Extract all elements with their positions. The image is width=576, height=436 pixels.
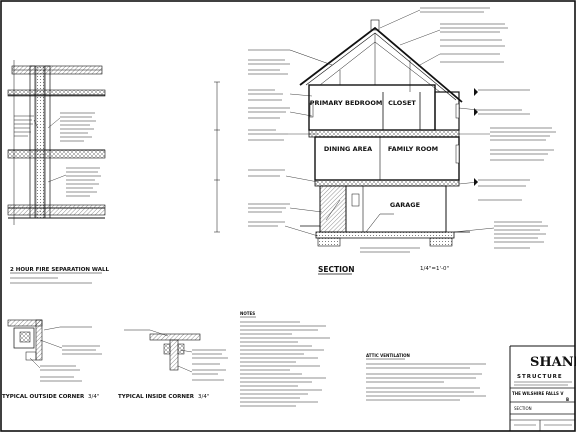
sheet-section-label: SECTION bbox=[514, 406, 532, 411]
general-notes: NOTES bbox=[240, 311, 330, 407]
section-left-callouts bbox=[248, 49, 333, 227]
attic-heading: ATTIC VENTILATION bbox=[366, 353, 410, 358]
section-dimension-string bbox=[214, 81, 220, 233]
room-label-dining: DINING AREA bbox=[324, 145, 372, 153]
outside-corner-title: TYPICAL OUTSIDE CORNER bbox=[2, 394, 85, 400]
notes-heading: NOTES bbox=[240, 311, 255, 316]
sheet-fragment: B bbox=[566, 397, 569, 402]
room-label-bedroom: PRIMARY BEDROOM bbox=[310, 99, 383, 107]
building-section bbox=[299, 19, 470, 247]
inside-corner-scale: 3/4" bbox=[198, 394, 209, 400]
outside-corner-detail bbox=[7, 319, 102, 382]
section-title: SECTION bbox=[318, 265, 355, 274]
room-label-family: FAMILY ROOM bbox=[388, 145, 438, 153]
title-block: SHANE STRUCTURE THE WILSHIRE FALLS V B S… bbox=[509, 345, 576, 431]
firm-logo-name: SHANE bbox=[530, 355, 576, 370]
outside-corner-scale: 3/4" bbox=[88, 394, 99, 400]
inside-corner-detail bbox=[124, 329, 228, 381]
inside-corner-title: TYPICAL INSIDE CORNER bbox=[118, 394, 195, 400]
level-markers bbox=[474, 88, 478, 186]
room-label-garage: GARAGE bbox=[390, 201, 420, 209]
firm-logo-subtitle: STRUCTURE bbox=[517, 374, 563, 380]
section-right-callouts bbox=[420, 7, 556, 249]
fire-separation-wall-detail bbox=[7, 60, 106, 225]
section-scale: 1/4"=1'-0" bbox=[420, 266, 449, 272]
room-label-closet: CLOSET bbox=[388, 99, 416, 107]
separation-wall-title: 2 HOUR FIRE SEPARATION WALL bbox=[10, 267, 109, 273]
attic-ventilation-notes: ATTIC VENTILATION bbox=[366, 353, 486, 401]
project-name: THE WILSHIRE FALLS V bbox=[512, 391, 564, 396]
